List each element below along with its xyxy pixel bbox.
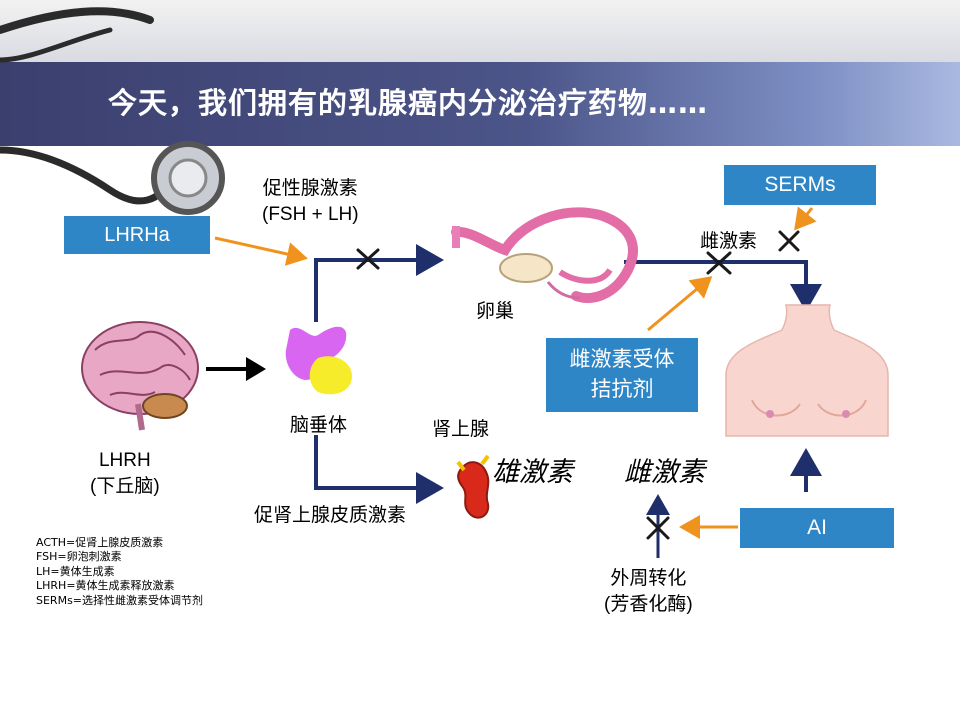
lhrh-label: LHRH (下丘脑) [90, 448, 160, 500]
adrenal-image [456, 454, 490, 519]
block-mark-aromatase [646, 516, 670, 540]
ai-label: AI [807, 516, 827, 539]
stethoscope-image [0, 7, 225, 215]
antagonist-label-line1: 雌激素受体 [569, 348, 675, 371]
ai-box: AI [740, 508, 894, 548]
lhrh-label-line2: (下丘脑) [90, 476, 160, 497]
serms-box: SERMs [724, 165, 876, 205]
legend-item: LH=黄体生成素 [36, 564, 115, 578]
drug-arrows [214, 206, 817, 539]
block-marks [356, 230, 800, 540]
ovary-label: 卵巢 [476, 301, 515, 322]
legend-item: ACTH=促肾上腺皮质激素 [36, 536, 164, 549]
lhrh-label-line1: LHRH [98, 450, 151, 471]
peripheral-label-line1: 外周转化 [610, 568, 687, 589]
acth-label: 促肾上腺皮质激素 [254, 505, 407, 526]
legend-item: FSH=卵泡刺激素 [36, 550, 122, 564]
gonadotropin-label-line2: (FSH + LH) [262, 204, 359, 225]
antagonist-label-line2: 拮抗剂 [590, 378, 654, 401]
lhrha-label: LHRHa [104, 223, 170, 246]
legend-item: SERMs=选择性雌激素受体调节剂 [36, 593, 204, 607]
gonadotropin-label-line1: 促性腺激素 [262, 178, 358, 199]
estrogen-bottom-label: 雌激素 [624, 457, 705, 487]
block-mark-estrogen-receptor [706, 251, 732, 275]
pituitary-to-ovary-arrow [314, 244, 444, 322]
block-mark-serms [778, 230, 800, 252]
legend-item: LHRH=黄体生成素释放激素 [36, 579, 175, 593]
pituitary-image [285, 326, 352, 395]
antagonist-arrow [647, 276, 713, 332]
peripheral-conversion-label: 外周转化 (芳香化酶) [604, 566, 693, 618]
serms-arrow [794, 206, 817, 231]
title-banner [0, 62, 960, 146]
serms-label: SERMs [764, 173, 836, 196]
pituitary-to-adrenal-arrow [314, 435, 444, 504]
gonadotropin-label: 促性腺激素 (FSH + LH) [262, 176, 359, 228]
estrogen-receptor-antagonist-box: 雌激素受体 拮抗剂 [546, 338, 698, 412]
peripheral-label-line2: (芳香化酶) [604, 594, 693, 615]
pituitary-label: 脑垂体 [290, 415, 348, 436]
ovary-to-breast-arrow [624, 260, 822, 312]
estrogen-top-label: 雌激素 [700, 231, 758, 252]
brain-image [81, 321, 199, 431]
abbreviation-legend: ACTH=促肾上腺皮质激素 FSH=卵泡刺激素 LH=黄体生成素 LHRH=黄体… [36, 536, 203, 608]
breast-image [725, 304, 889, 437]
lhrha-box: LHRHa [64, 216, 210, 254]
adrenal-label: 肾上腺 [432, 419, 490, 440]
block-mark-gonadotropin [356, 248, 380, 270]
header-background [0, 0, 960, 62]
androgen-label: 雄激素 [492, 457, 573, 487]
ovary-image [451, 207, 638, 304]
slide-title: 今天，我们拥有的乳腺癌内分泌治疗药物…… [108, 86, 709, 120]
lhrha-arrow [214, 236, 308, 266]
